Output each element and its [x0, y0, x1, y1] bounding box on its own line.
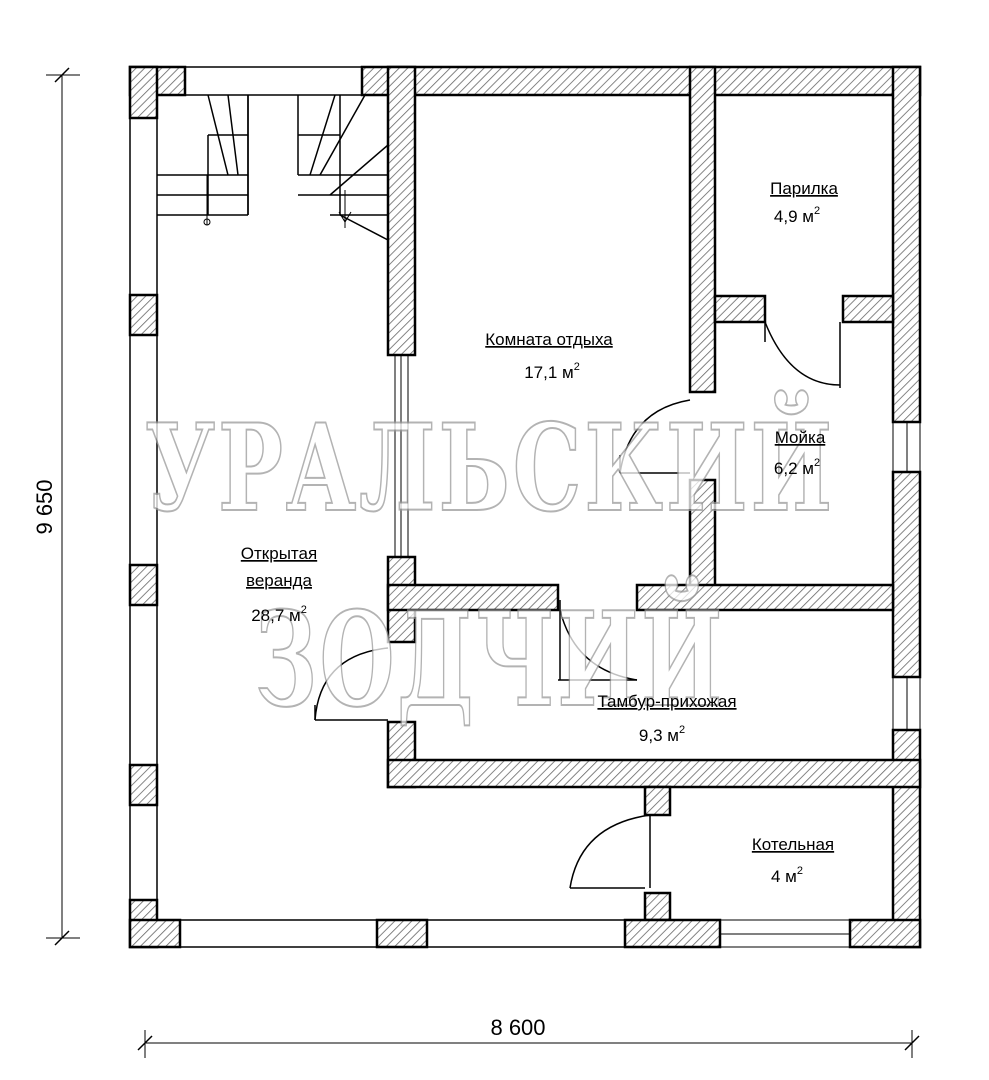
width-dimension — [137, 1030, 920, 1058]
doors — [314, 320, 841, 889]
room-wash-name: Мойка — [775, 428, 826, 447]
room-boiler-area: 4 м2 — [771, 865, 803, 886]
height-dimension-label: 9 650 — [32, 479, 57, 534]
watermark-line-2: ЗОДЧИЙ — [255, 576, 725, 736]
room-boiler-name: Котельная — [752, 835, 834, 854]
room-steam-name: Парилка — [770, 179, 838, 198]
room-veranda-area: 28,7 м2 — [251, 604, 307, 625]
room-vestibule-area: 9,3 м2 — [639, 724, 685, 745]
walls — [128, 65, 922, 949]
staircase — [157, 94, 389, 241]
windows — [394, 355, 921, 948]
room-vestibule-name: Тамбур-прихожая — [597, 692, 736, 711]
room-wash-area: 6,2 м2 — [774, 457, 820, 478]
room-steam: Парилка 4,9 м2 — [770, 179, 838, 226]
room-rest-area: 17,1 м2 — [524, 361, 580, 382]
room-rest: Комната отдыха 17,1 м2 — [485, 330, 613, 382]
height-dimension — [46, 67, 80, 946]
room-wash: Мойка 6,2 м2 — [774, 428, 826, 478]
veranda-outline — [129, 66, 625, 948]
room-veranda-name-1: Открытая — [241, 544, 317, 563]
room-veranda-name-2: веранда — [246, 571, 313, 590]
watermark-line-1: УРАЛЬСКИЙ — [145, 390, 835, 539]
room-boiler: Котельная 4 м2 — [752, 835, 834, 886]
room-steam-area: 4,9 м2 — [774, 205, 820, 226]
room-veranda: Открытая веранда 28,7 м2 — [241, 544, 317, 625]
room-vestibule: Тамбур-прихожая 9,3 м2 — [597, 692, 736, 745]
room-rest-name: Комната отдыха — [485, 330, 613, 349]
width-dimension-label: 8 600 — [490, 1015, 545, 1040]
